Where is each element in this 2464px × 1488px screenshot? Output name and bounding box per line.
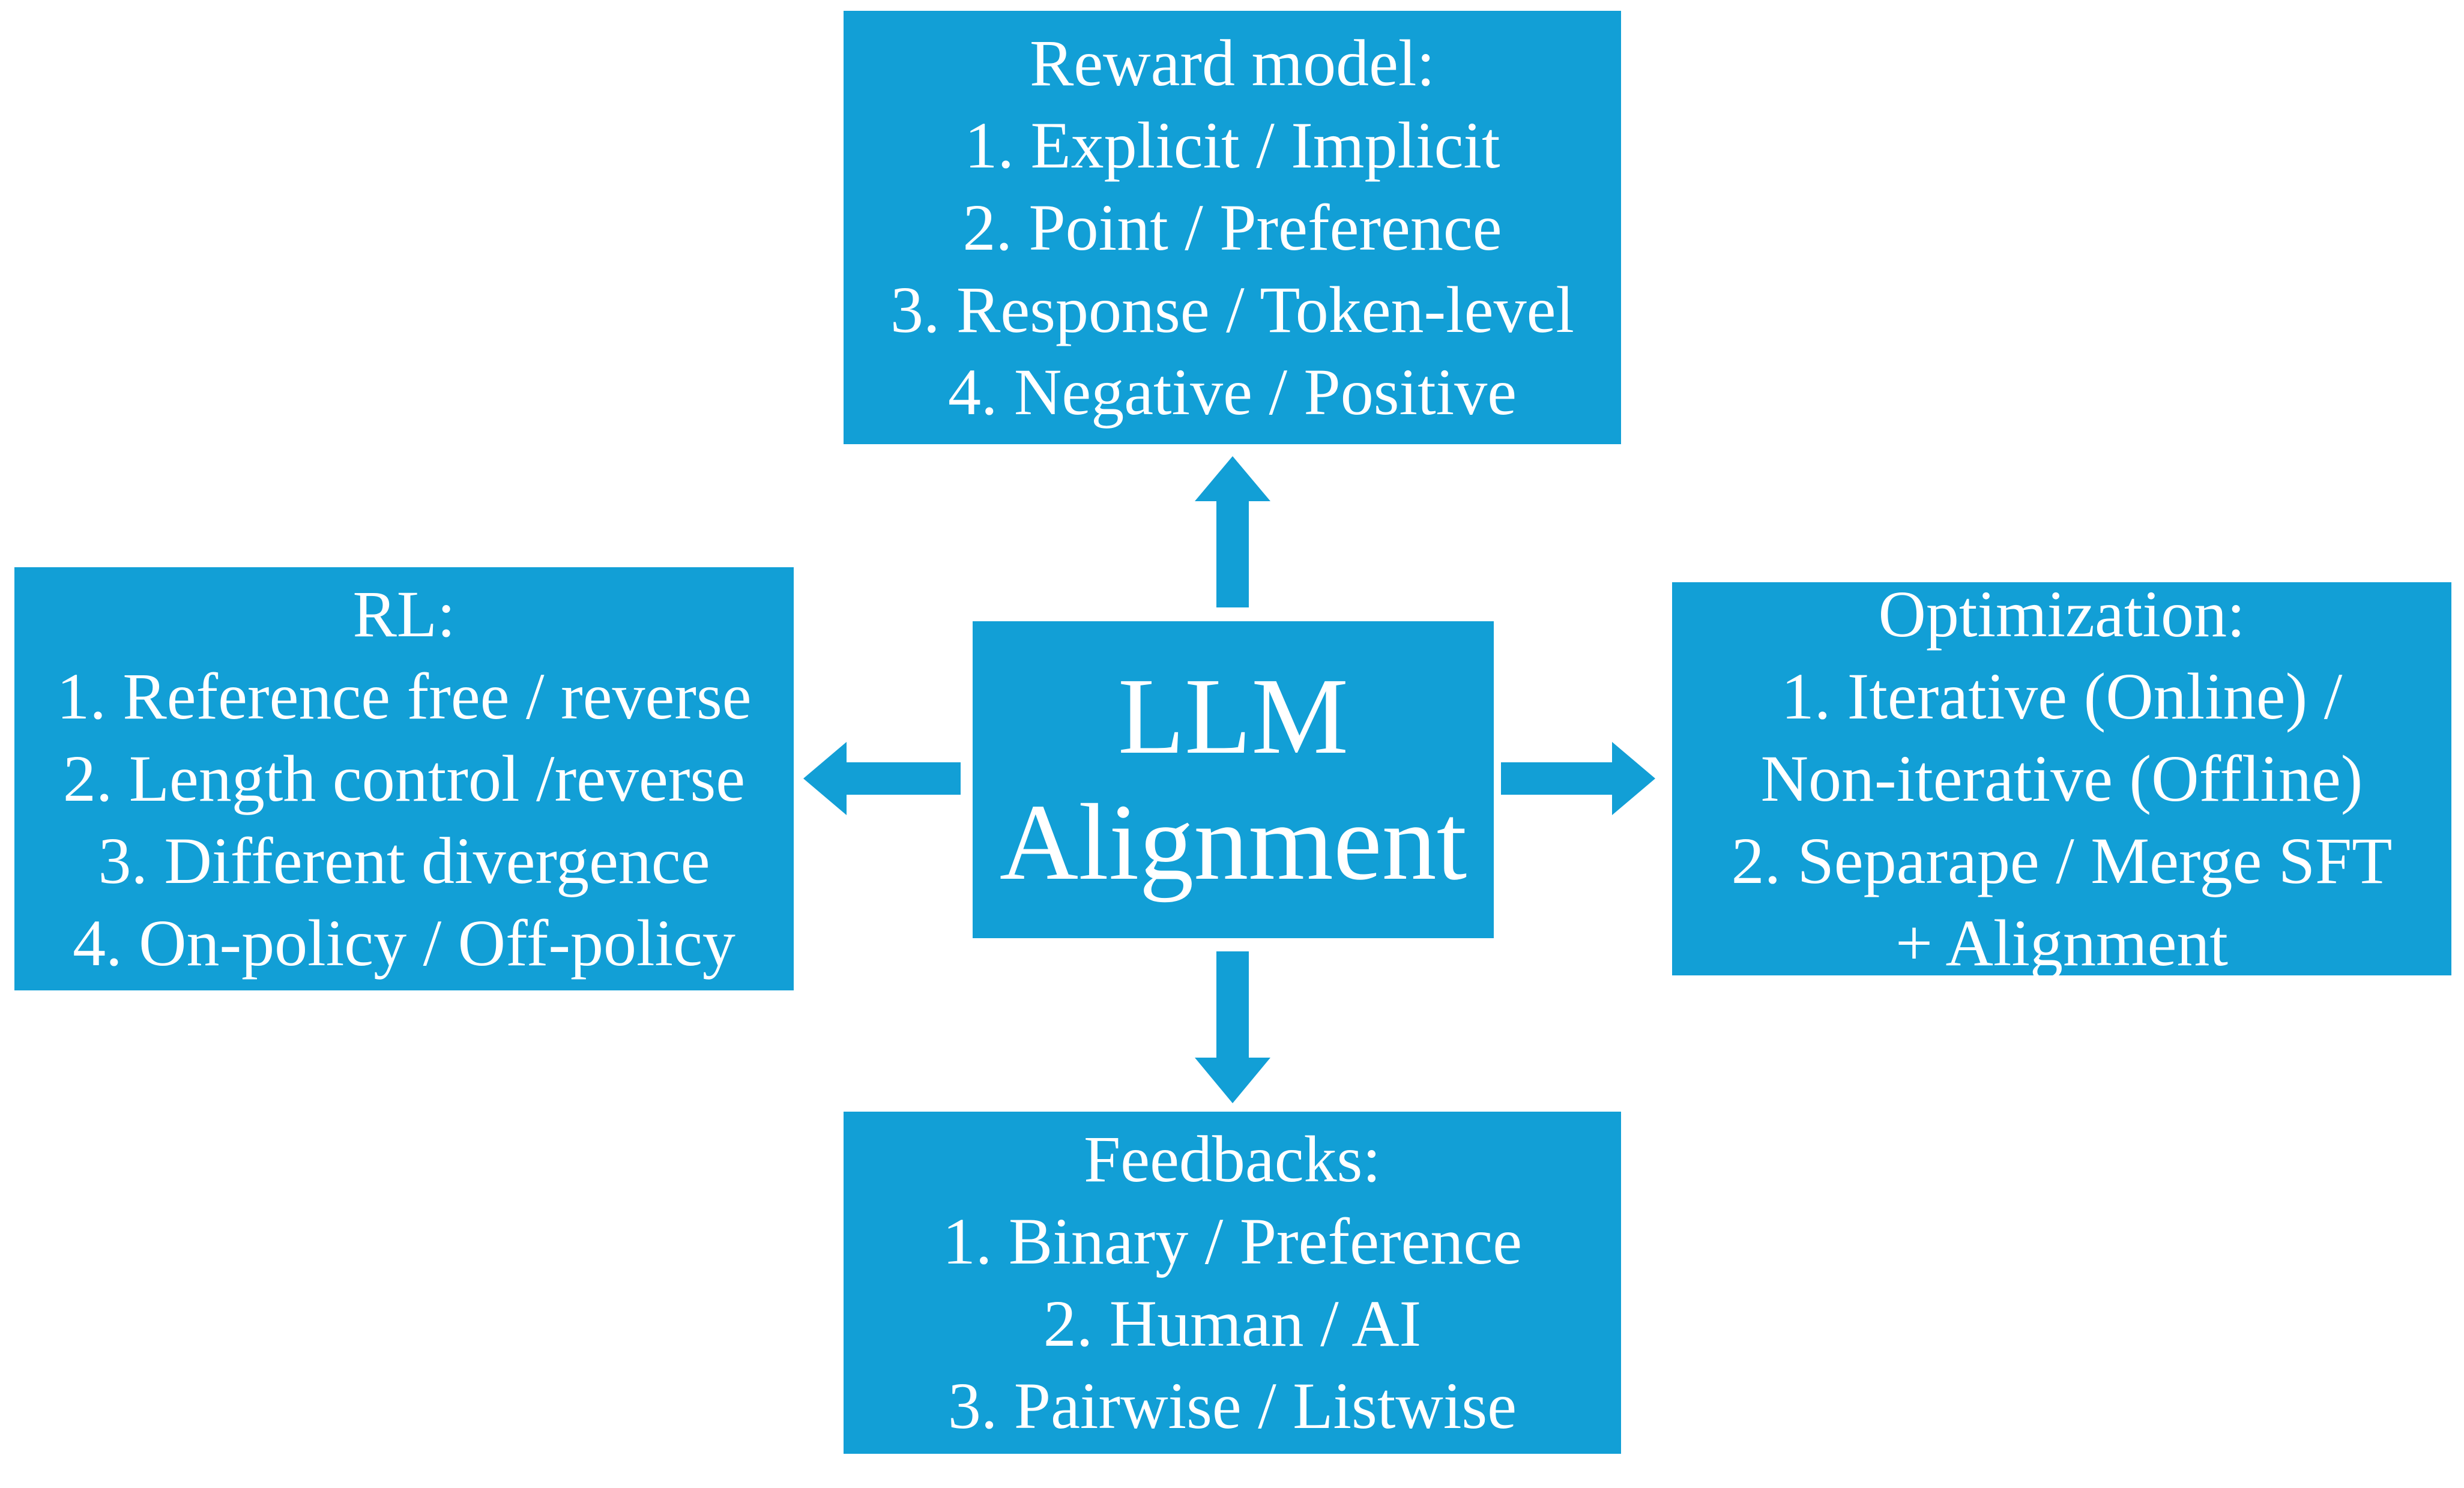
reward-model-item: 1. Explicit / Implicit <box>964 108 1500 182</box>
reward-model-item: 3. Response / Token-level <box>890 273 1574 346</box>
feedbacks-heading: Feedbacks: <box>1084 1122 1381 1196</box>
center-title-line: LLM <box>1117 656 1349 777</box>
reward-model-box: Reward model: 1. Explicit / Implicit 2. … <box>844 11 1621 444</box>
rl-item: 1. Reference free / reverse <box>56 660 752 733</box>
llm-alignment-box: LLM Alignment <box>973 621 1494 938</box>
optimization-item: 2. Separape / Merge SFT <box>1731 824 2393 897</box>
arrow-up-icon <box>1195 456 1270 607</box>
optimization-item: Non-iterative (Offline) <box>1760 742 2363 815</box>
arrow-down-icon <box>1195 951 1270 1103</box>
feedbacks-item: 3. Pairwise / Listwise <box>947 1369 1517 1442</box>
optimization-item: 1. Iterative (Online) / <box>1781 660 2343 733</box>
arrow-right-icon <box>1501 742 1655 815</box>
optimization-item: + Alignment <box>1895 906 2228 980</box>
center-title-line: Alignment <box>999 782 1467 903</box>
rl-item: 3. Different divergence <box>98 824 710 897</box>
reward-model-item: 4. Negative / Positive <box>947 355 1517 429</box>
optimization-heading: Optimization: <box>1878 577 2245 651</box>
rl-box: RL: 1. Reference free / reverse 2. Lengt… <box>14 567 794 990</box>
reward-model-item: 2. Point / Preference <box>962 190 1502 264</box>
arrow-left-icon <box>803 742 961 815</box>
feedbacks-box: Feedbacks: 1. Binary / Preference 2. Hum… <box>844 1112 1621 1454</box>
feedbacks-item: 1. Binary / Preference <box>942 1205 1523 1278</box>
reward-model-heading: Reward model: <box>1029 26 1436 100</box>
rl-item: 2. Length control /reverse <box>62 742 746 815</box>
rl-heading: RL: <box>352 577 456 651</box>
optimization-box: Optimization: 1. Iterative (Online) / No… <box>1672 577 2451 980</box>
feedbacks-item: 2. Human / AI <box>1043 1287 1422 1360</box>
rl-item: 4. On-policy / Off-policy <box>73 906 735 980</box>
